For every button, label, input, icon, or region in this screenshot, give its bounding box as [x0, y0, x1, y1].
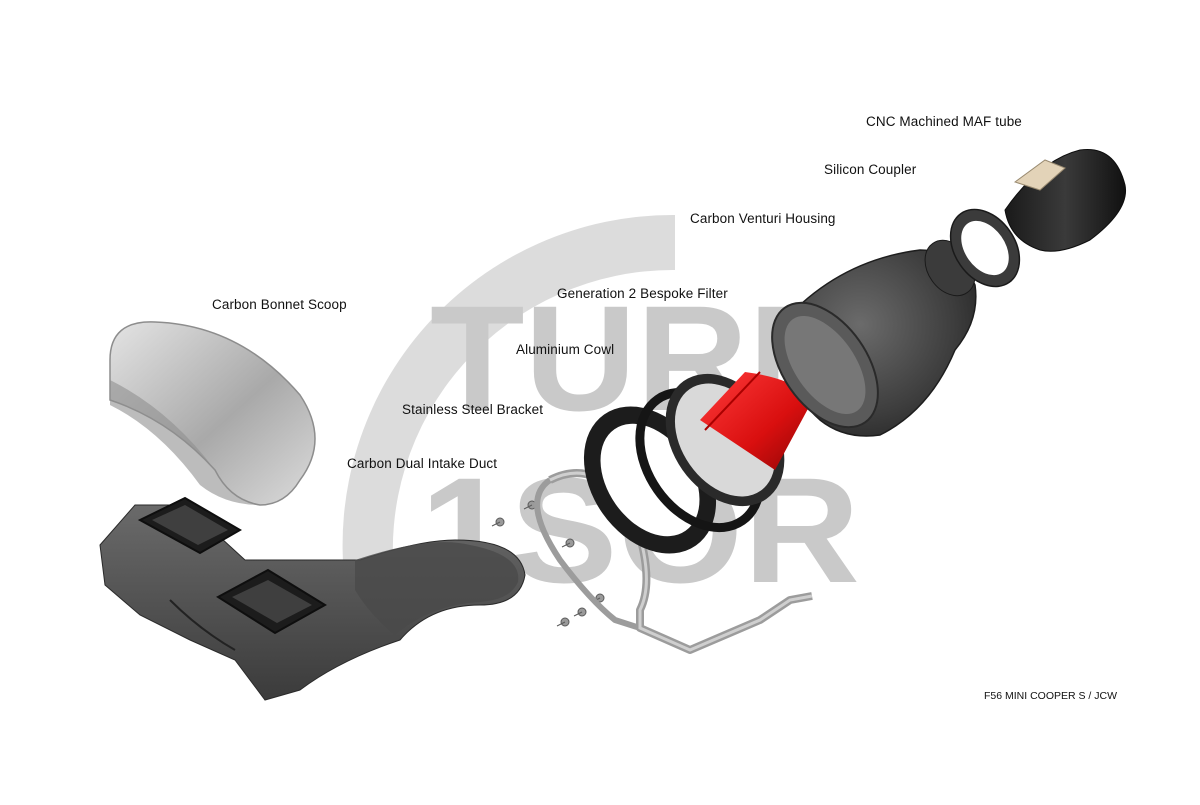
label-bonnet-scoop: Carbon Bonnet Scoop	[212, 297, 347, 312]
bonnet-scoop	[109, 321, 316, 506]
maf-tube	[1004, 148, 1127, 252]
label-bespoke-filter: Generation 2 Bespoke Filter	[557, 286, 728, 301]
model-caption: F56 MINI COOPER S / JCW	[984, 690, 1118, 702]
venturi-housing	[771, 239, 977, 437]
bespoke-filter	[665, 371, 810, 507]
label-dual-intake-duct: Carbon Dual Intake Duct	[347, 456, 498, 471]
label-venturi-housing: Carbon Venturi Housing	[690, 211, 836, 226]
label-silicon-coupler: Silicon Coupler	[824, 162, 917, 177]
watermark-arc	[342, 214, 675, 585]
dual-intake-duct	[99, 496, 526, 701]
silicon-coupler	[949, 208, 1021, 288]
screws	[491, 500, 605, 627]
label-steel-bracket: Stainless Steel Bracket	[402, 402, 544, 417]
label-maf-tube: CNC Machined MAF tube	[866, 114, 1022, 129]
label-aluminium-cowl: Aluminium Cowl	[516, 342, 615, 357]
